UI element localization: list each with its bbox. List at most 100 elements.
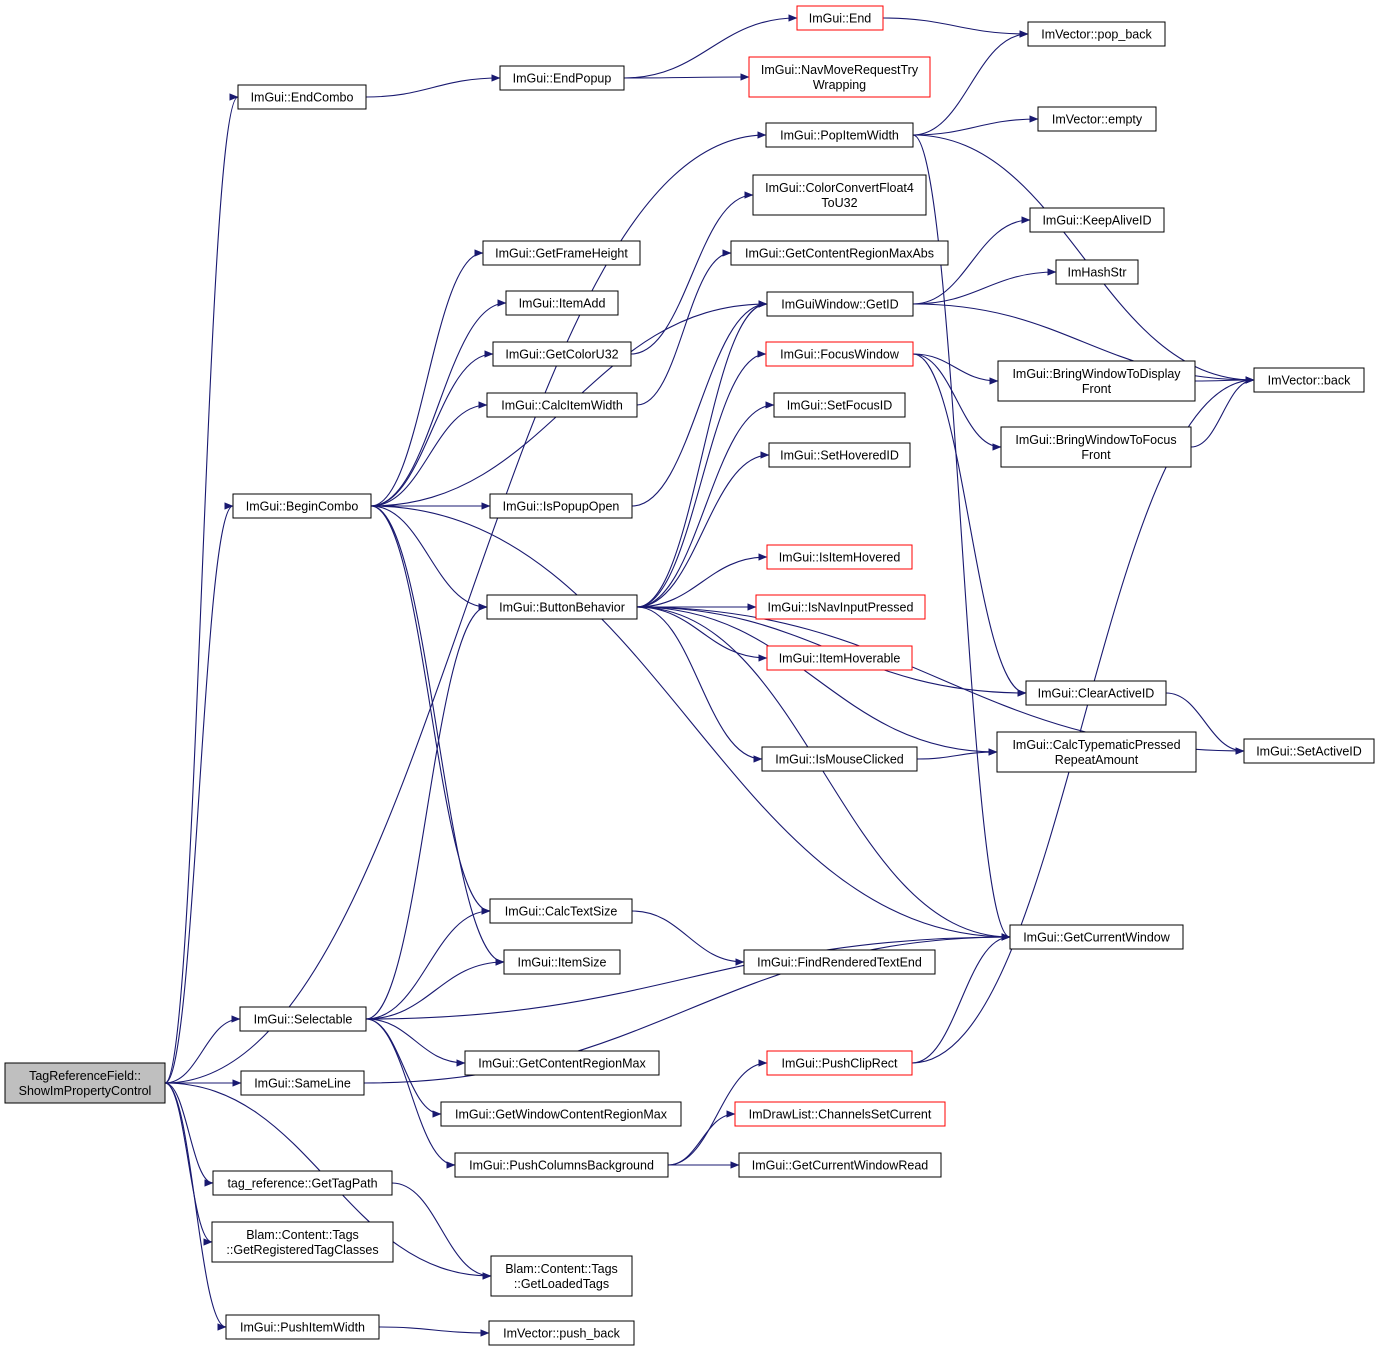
node-pushback[interactable]: ImVector::push_back	[488, 1320, 635, 1346]
node-ismouseclicked[interactable]: ImGui::IsMouseClicked	[761, 746, 918, 772]
node-selectable[interactable]: ImGui::Selectable	[239, 1006, 367, 1032]
edge-focuswindow-to-bringfocus	[912, 353, 1002, 451]
node-box	[766, 645, 913, 671]
node-label: ImGui::ButtonBehavior	[499, 601, 625, 615]
node-buttonbehavior[interactable]: ImGui::ButtonBehavior	[486, 594, 638, 620]
node-getcurrentwindow[interactable]: ImGui::GetCurrentWindow	[1009, 924, 1184, 950]
node-label: ImGui::IsNavInputPressed	[768, 601, 914, 615]
node-back[interactable]: ImVector::back	[1253, 367, 1365, 393]
node-box	[766, 1050, 913, 1076]
edge-selectable-to-getcontentregionmax	[365, 1018, 466, 1067]
node-channelssetcurrent[interactable]: ImDrawList::ChannelsSetCurrent	[734, 1101, 946, 1127]
edge-begincombo-to-getcoloru32	[370, 350, 494, 507]
node-box	[1055, 259, 1139, 285]
edge-buttonbehavior-to-setactiveid	[636, 606, 1245, 755]
edge-selectable-to-buttonbehavior	[365, 603, 488, 1020]
node-clearactiveid[interactable]: ImGui::ClearActiveID	[1025, 680, 1167, 706]
node-keepaliveid[interactable]: ImGui::KeepAliveID	[1029, 207, 1165, 233]
node-label: Front	[1082, 382, 1112, 396]
edges-layer	[164, 14, 1255, 1337]
node-label: ImGui::GetColorU32	[505, 348, 618, 362]
node-calctextsize[interactable]: ImGui::CalcTextSize	[489, 898, 633, 924]
node-label: ImGui::ItemSize	[518, 956, 607, 970]
node-itemadd[interactable]: ImGui::ItemAdd	[505, 290, 619, 316]
edge-begincombo-to-itemadd	[370, 299, 507, 507]
node-popitemwidth[interactable]: ImGui::PopItemWidth	[765, 122, 914, 148]
node-setactiveid[interactable]: ImGui::SetActiveID	[1243, 738, 1375, 764]
node-getid[interactable]: ImGuiWindow::GetID	[766, 291, 914, 317]
node-setfocusid[interactable]: ImGui::SetFocusID	[773, 392, 906, 418]
node-box	[730, 240, 949, 266]
edge-root-to-gettagpath	[164, 1082, 214, 1187]
node-label: ImGui::IsPopupOpen	[503, 500, 620, 514]
edge-buttonbehavior-to-ismouseclicked	[636, 606, 763, 763]
node-label: ImGui::SetFocusID	[787, 399, 893, 413]
node-box	[482, 240, 641, 266]
node-getcurrentwindowread[interactable]: ImGui::GetCurrentWindowRead	[738, 1152, 942, 1178]
node-label: ShowImPropertyControl	[19, 1084, 152, 1098]
node-setmovehovered[interactable]: ImGui::SetHoveredID	[768, 442, 911, 468]
node-end[interactable]: ImGui::End	[796, 5, 884, 31]
node-getframeheight[interactable]: ImGui::GetFrameHeight	[482, 240, 641, 266]
edge-begincombo-to-buttonbehavior	[370, 505, 488, 611]
edge-root-to-endcombo	[164, 93, 239, 1084]
node-gettagpath[interactable]: tag_reference::GetTagPath	[212, 1170, 393, 1196]
node-isitemhovered[interactable]: ImGui::IsItemHovered	[766, 544, 913, 570]
edge-gettagpath-to-getloaded	[391, 1182, 492, 1280]
node-findrendered[interactable]: ImGui::FindRenderedTextEnd	[743, 949, 936, 975]
node-popback[interactable]: ImVector::pop_back	[1027, 21, 1166, 47]
node-pushitemwidth[interactable]: ImGui::PushItemWidth	[225, 1314, 380, 1340]
node-itemsize[interactable]: ImGui::ItemSize	[503, 949, 621, 975]
node-label: ImGui::End	[809, 12, 872, 26]
edge-popitemwidth-to-back	[912, 134, 1255, 384]
node-label: ImGui::GetFrameHeight	[495, 247, 628, 261]
node-label: ::GetRegisteredTagClasses	[226, 1243, 378, 1257]
edge-selectable-to-getcurrentwindow	[365, 933, 1011, 1020]
edge-endpopup-to-navmove	[623, 73, 750, 81]
edge-buttonbehavior-to-getid	[636, 300, 768, 608]
edge-root-to-pushitemwidth	[164, 1082, 227, 1331]
node-getcontentregionmax[interactable]: ImGui::GetContentRegionMax	[464, 1050, 660, 1076]
edge-selectable-to-getwindowcontentregionmax	[365, 1018, 442, 1118]
node-focuswindow[interactable]: ImGui::FocusWindow	[765, 341, 914, 367]
node-imhashstr[interactable]: ImHashStr	[1055, 259, 1139, 285]
node-empty[interactable]: ImVector::empty	[1037, 106, 1157, 132]
node-getloaded[interactable]: Blam::Content::Tags::GetLoadedTags	[490, 1255, 633, 1297]
node-label: tag_reference::GetTagPath	[227, 1177, 377, 1191]
node-box	[489, 493, 633, 519]
node-box	[503, 949, 621, 975]
node-getcontentregionmaxabs[interactable]: ImGui::GetContentRegionMaxAbs	[730, 240, 949, 266]
edge-focuswindow-to-clearactiveid	[912, 353, 1027, 697]
node-begincombo[interactable]: ImGui::BeginCombo	[232, 493, 372, 519]
node-calcitemwidth[interactable]: ImGui::CalcItemWidth	[486, 392, 638, 418]
node-root[interactable]: TagReferenceField::ShowImPropertyControl	[4, 1062, 166, 1104]
node-ispopupopen[interactable]: ImGui::IsPopupOpen	[489, 493, 633, 519]
edge-calctextsize-to-findrendered	[631, 910, 745, 966]
node-getcoloru32[interactable]: ImGui::GetColorU32	[492, 341, 632, 367]
node-pushcolumnsbg[interactable]: ImGui::PushColumnsBackground	[454, 1152, 669, 1178]
node-label: ImGui::EndPopup	[513, 72, 612, 86]
node-endcombo[interactable]: ImGui::EndCombo	[237, 84, 367, 110]
node-pushcliprect[interactable]: ImGui::PushClipRect	[766, 1050, 913, 1076]
edge-buttonbehavior-to-isitemhovered	[636, 553, 768, 608]
edge-clearactiveid-to-setactiveid	[1165, 692, 1245, 755]
node-box	[211, 1221, 394, 1263]
node-endpopup[interactable]: ImGui::EndPopup	[499, 65, 625, 91]
node-sameline[interactable]: ImGui::SameLine	[240, 1070, 365, 1096]
node-label: Front	[1081, 448, 1111, 462]
node-box	[1243, 738, 1375, 764]
node-label: Wrapping	[813, 78, 866, 92]
edge-begincombo-to-calcitemwidth	[370, 401, 488, 507]
node-itemhoverable[interactable]: ImGui::ItemHoverable	[766, 645, 913, 671]
node-getregistered[interactable]: Blam::Content::Tags::GetRegisteredTagCla…	[211, 1221, 394, 1263]
node-getwindowcontentregionmax[interactable]: ImGui::GetWindowContentRegionMax	[440, 1101, 682, 1127]
node-box	[486, 392, 638, 418]
edge-endcombo-to-endpopup	[365, 74, 501, 98]
node-isnavinputpressed[interactable]: ImGui::IsNavInputPressed	[755, 594, 926, 620]
node-box	[239, 1006, 367, 1032]
